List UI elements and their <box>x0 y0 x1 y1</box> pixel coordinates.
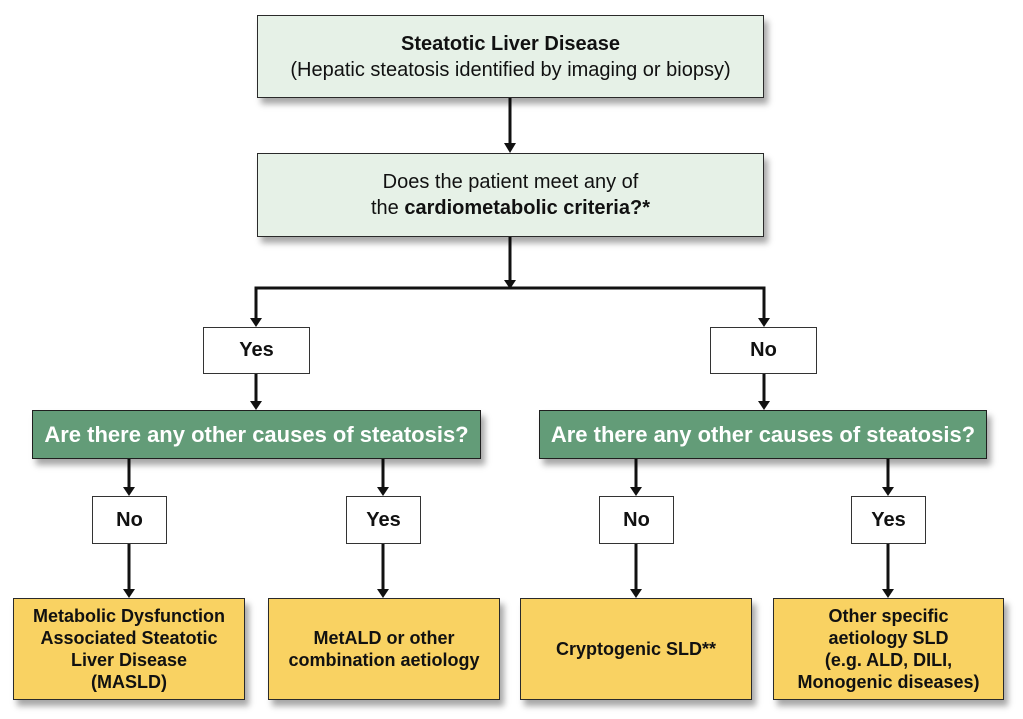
arrowhead <box>250 401 262 410</box>
other-causes-question-left-text: Are there any other causes of steatosis? <box>44 421 469 447</box>
arrowhead <box>123 589 135 598</box>
right-no-text: No <box>623 508 650 531</box>
arrowhead <box>630 589 642 598</box>
outcome-line: (e.g. ALD, DILI, <box>824 650 953 670</box>
outcome-line: combination aetiology <box>288 650 480 670</box>
right-yes-label: Yes <box>851 496 926 544</box>
branch-no-label: No <box>710 327 817 374</box>
arrowhead <box>882 487 894 496</box>
outcome-line: Monogenic diseases) <box>797 672 980 692</box>
left-yes-text: Yes <box>366 508 401 531</box>
arrowhead <box>882 589 894 598</box>
other-causes-question-right: Are there any other causes of steatosis? <box>539 410 987 459</box>
outcome-masld: Metabolic Dysfunction Associated Steatot… <box>13 598 245 700</box>
left-yes-label: Yes <box>346 496 421 544</box>
root-node-steatotic-liver-disease: Steatotic Liver Disease (Hepatic steatos… <box>257 15 764 98</box>
arrowhead <box>504 143 516 153</box>
outcome-line: (MASLD) <box>91 672 167 692</box>
branch-no-text: No <box>750 339 777 361</box>
other-causes-question-right-text: Are there any other causes of steatosis? <box>550 421 976 447</box>
other-causes-question-left: Are there any other causes of steatosis? <box>32 410 481 459</box>
question-line-2-prefix: the <box>370 197 405 219</box>
connector-split-horizontal <box>254 286 766 318</box>
outcome-line: Metabolic Dysfunction <box>32 606 225 626</box>
branch-yes-text: Yes <box>239 339 274 361</box>
arrowhead <box>123 487 135 496</box>
question-line-1: Does the patient meet any of <box>382 171 639 193</box>
question-line-2: the cardiometabolic criteria?* <box>371 195 650 221</box>
arrowhead <box>758 318 770 327</box>
outcome-metald: MetALD or other combination aetiology <box>268 598 500 700</box>
root-subtitle: (Hepatic steatosis identified by imaging… <box>290 58 731 81</box>
outcome-line: Other specific <box>828 606 949 626</box>
arrowhead <box>250 318 262 327</box>
right-no-label: No <box>599 496 674 544</box>
outcome-other-specific-aetiology: Other specific aetiology SLD (e.g. ALD, … <box>773 598 1004 700</box>
outcome-line: Cryptogenic SLD** <box>555 639 717 659</box>
arrowhead <box>504 280 516 289</box>
outcome-cryptogenic-sld: Cryptogenic SLD** <box>520 598 752 700</box>
arrowhead <box>630 487 642 496</box>
cardiometabolic-question-node: Does the patient meet any of the cardiom… <box>257 153 764 237</box>
left-no-text: No <box>116 508 143 531</box>
right-yes-text: Yes <box>871 508 906 531</box>
outcome-line: Liver Disease <box>70 650 188 670</box>
branch-yes-label: Yes <box>203 327 310 374</box>
arrowhead <box>377 487 389 496</box>
outcome-line: Associated Steatotic <box>40 628 218 648</box>
question-line-2-bold: cardiometabolic criteria?* <box>404 197 650 219</box>
arrowhead <box>377 589 389 598</box>
root-title: Steatotic Liver Disease <box>401 32 620 55</box>
outcome-line: MetALD or other <box>313 628 455 648</box>
arrowhead <box>758 401 770 410</box>
left-no-label: No <box>92 496 167 544</box>
outcome-line: aetiology SLD <box>828 628 949 648</box>
